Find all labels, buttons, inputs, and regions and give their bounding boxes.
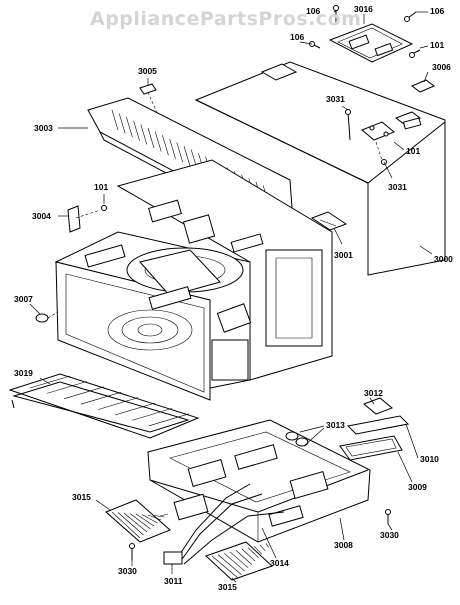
label-3030: 3030 bbox=[380, 530, 399, 540]
label-101: 101 bbox=[430, 40, 444, 50]
filter-3015-a bbox=[105, 499, 171, 543]
label-3009: 3009 bbox=[408, 482, 427, 492]
label-101: 101 bbox=[94, 182, 108, 192]
label-3008: 3008 bbox=[334, 540, 353, 550]
filter-3015-b bbox=[205, 541, 273, 581]
label-3031: 3031 bbox=[388, 182, 407, 192]
bracket-3001 bbox=[310, 211, 348, 231]
screw-106-c bbox=[309, 41, 321, 49]
label-3015: 3015 bbox=[218, 582, 237, 592]
bracket-3031-b bbox=[361, 121, 395, 165]
screw-3030-b bbox=[385, 509, 391, 524]
lamp-3013 bbox=[285, 431, 309, 447]
watermark: AppliancePartsPros.com bbox=[90, 8, 362, 30]
label-106: 106 bbox=[306, 6, 320, 16]
label-3010: 3010 bbox=[420, 454, 439, 464]
label-3000: 3000 bbox=[434, 254, 453, 264]
damper-3006 bbox=[411, 79, 435, 93]
label-3006: 3006 bbox=[432, 62, 451, 72]
frame-3009 bbox=[339, 435, 403, 461]
screw-106-b bbox=[404, 11, 417, 22]
label-3014: 3014 bbox=[270, 558, 289, 568]
label-3015: 3015 bbox=[72, 492, 91, 502]
screw-101-a bbox=[409, 49, 421, 58]
rack bbox=[8, 373, 200, 439]
label-3031: 3031 bbox=[326, 94, 345, 104]
lens-3010 bbox=[346, 415, 410, 435]
label-106: 106 bbox=[430, 6, 444, 16]
knob-3007 bbox=[35, 311, 59, 323]
bracket-3004 bbox=[67, 205, 107, 233]
label-3005: 3005 bbox=[138, 66, 157, 76]
base-plate bbox=[147, 419, 371, 543]
vent-cover bbox=[328, 23, 414, 63]
label-101: 101 bbox=[406, 146, 420, 156]
label-3019: 3019 bbox=[14, 368, 33, 378]
label-3013: 3013 bbox=[326, 420, 345, 430]
label-3007: 3007 bbox=[14, 294, 33, 304]
label-3012: 3012 bbox=[364, 388, 383, 398]
label-3003: 3003 bbox=[34, 123, 53, 133]
label-106: 106 bbox=[290, 32, 304, 42]
outer-cabinet bbox=[194, 61, 446, 276]
wire-harness-3014 bbox=[163, 483, 285, 565]
screw-3030-a bbox=[129, 543, 135, 560]
label-3016: 3016 bbox=[354, 4, 373, 14]
part-labels: 106 3016 106 106 101 3006 3005 3003 3031… bbox=[14, 4, 453, 592]
label-3001: 3001 bbox=[334, 250, 353, 260]
bracket-3031-a bbox=[345, 109, 351, 141]
inner-chassis bbox=[54, 159, 333, 401]
label-3004: 3004 bbox=[32, 211, 51, 221]
leader-lines bbox=[29, 9, 433, 583]
label-3030: 3030 bbox=[118, 566, 137, 576]
bracket-3012 bbox=[363, 397, 393, 415]
label-3011: 3011 bbox=[164, 576, 183, 586]
